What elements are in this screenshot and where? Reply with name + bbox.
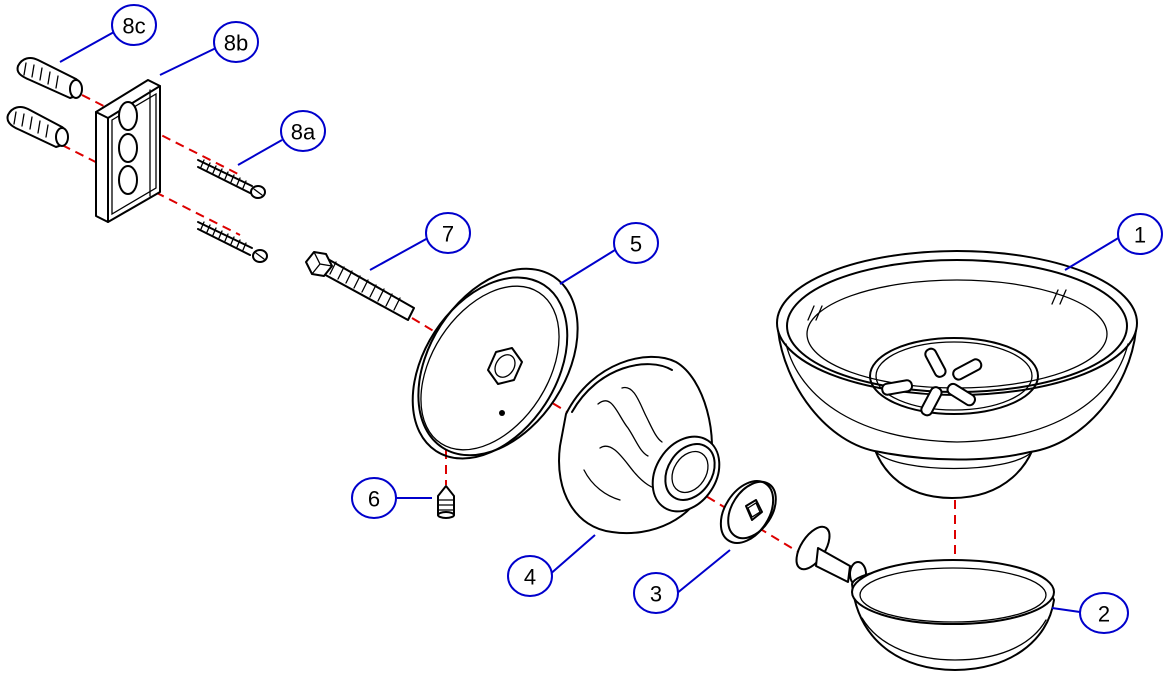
callout-label-8b: 8b (224, 31, 248, 56)
wall-anchor-lower (6, 106, 69, 148)
wood-screw-lower (197, 221, 268, 263)
callout-label-7: 7 (442, 222, 454, 247)
callout-label-1: 1 (1134, 223, 1146, 248)
callout-label-2: 2 (1098, 602, 1110, 627)
callout-bubble-1 (1117, 213, 1163, 255)
callout-bubble-5 (613, 222, 659, 264)
callout-label-8a: 8a (291, 120, 316, 145)
wall-anchor-upper (16, 57, 83, 99)
callout-bubble-3 (633, 572, 679, 614)
mounting-plate (95, 79, 161, 223)
callout-bubble-4 (507, 555, 553, 597)
callout-label-5: 5 (630, 232, 642, 257)
callout-bubble-8a (280, 110, 326, 152)
leader-5 (559, 249, 616, 285)
leader-4 (547, 534, 596, 577)
callout-label-3: 3 (650, 582, 662, 607)
leader-8c (59, 31, 115, 63)
wall-flange (411, 267, 579, 460)
centerline-plate-lower (61, 144, 241, 236)
dish-holder (795, 525, 1055, 671)
leader-3 (675, 549, 731, 595)
leader-1 (1064, 236, 1121, 271)
callout-bubble-8c (111, 4, 157, 46)
set-screw (437, 485, 455, 519)
callout-bubble-8b (213, 21, 259, 63)
callout-bubble-7 (425, 212, 471, 254)
callout-label-6: 6 (368, 487, 380, 512)
callout-labels: 1 2 3 4 5 6 7 8a 8b 8c (59, 4, 1163, 634)
callout-bubble-6 (351, 477, 397, 519)
soap-dish (776, 250, 1138, 499)
wood-screw-upper (197, 159, 266, 199)
callout-bubble-2 (1079, 592, 1129, 634)
threaded-bolt (305, 251, 415, 321)
leader-7 (369, 237, 429, 271)
leader-8a (237, 139, 283, 166)
callout-label-4: 4 (524, 565, 536, 590)
callout-label-8c: 8c (122, 14, 145, 39)
leader-2 (1051, 607, 1081, 613)
leader-8b (159, 47, 217, 76)
square-hole-washer (719, 480, 777, 544)
bracket-body (558, 355, 721, 534)
